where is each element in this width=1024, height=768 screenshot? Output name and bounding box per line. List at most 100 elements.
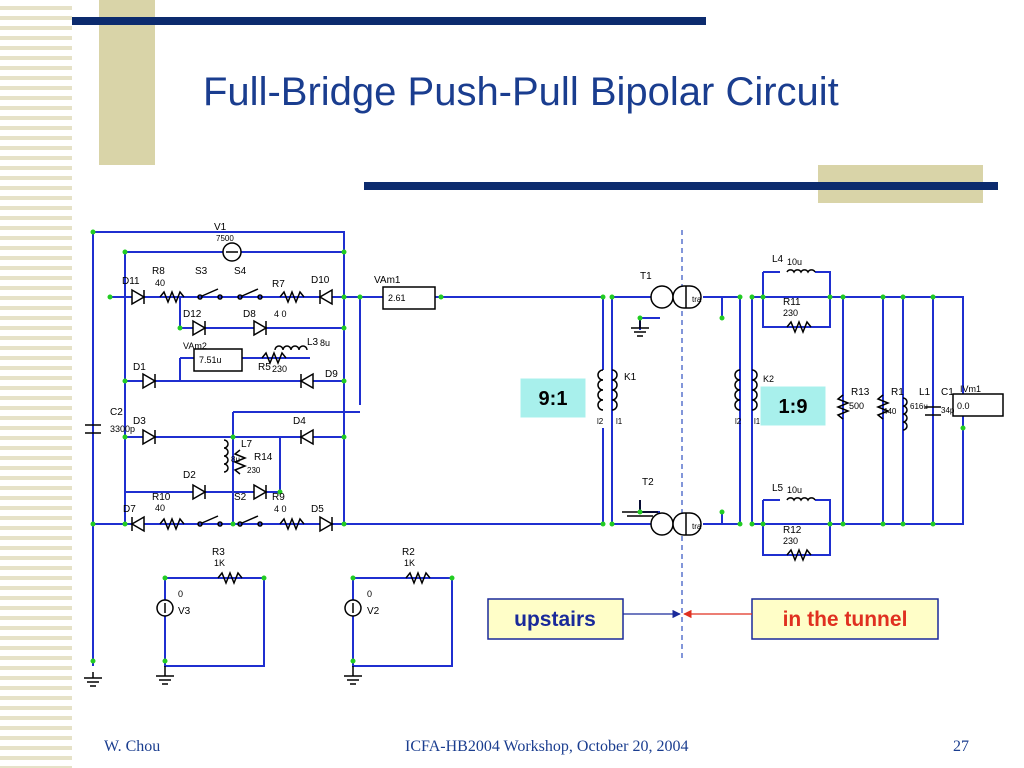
r1-resistor: [875, 394, 891, 420]
k1-primary-coil: [597, 369, 604, 411]
ground-symbol-3: [344, 666, 362, 685]
c1-value: 34p: [941, 406, 955, 415]
d9-label: D9: [325, 369, 338, 380]
d11-diode: [131, 288, 146, 306]
c1-capacitor: [925, 406, 941, 416]
upstairs-label-box: upstairs: [487, 598, 624, 640]
t2-transformer: [650, 512, 702, 536]
r5-value: 230: [272, 364, 287, 374]
l3-inductor: [274, 345, 308, 351]
ratio-right-text: 1:9: [779, 396, 808, 418]
d8-label: D8: [243, 309, 256, 320]
l7-value: 8u: [231, 455, 240, 464]
k1-l1-label: l1: [616, 417, 623, 426]
s3-switch: [197, 288, 223, 300]
c2-value: 3300p: [110, 424, 135, 434]
ground-symbol-4: [631, 318, 649, 337]
ratio-callout-right: 1:9: [759, 385, 827, 427]
t1-transformer: [650, 285, 702, 309]
s4-label: S4: [234, 266, 247, 277]
vam3-value: 0.0: [957, 401, 970, 411]
l5-inductor: [786, 497, 816, 502]
footer-event: ICFA-HB2004 Workshop, October 20, 2004: [405, 738, 689, 755]
r5-resistor: [261, 350, 287, 366]
r9-value: 4 0: [274, 504, 287, 514]
ground-symbol-1: [84, 672, 102, 687]
ratio-left-text: 9:1: [539, 388, 568, 410]
d3-label: D3: [133, 416, 146, 427]
k2-primary-coil: [734, 369, 741, 411]
slide-title: Full-Bridge Push-Pull Bipolar Circuit: [203, 70, 839, 114]
r11-label: R11: [783, 297, 801, 308]
r12-label: R12: [783, 525, 802, 536]
r3-resistor: [217, 570, 243, 586]
r13-value: 500: [849, 401, 864, 411]
d11-label: D11: [122, 276, 140, 287]
component-labels: V1 7500 VAm1 2.61 VAm2 7.51u IVm1 0.0 R8…: [110, 222, 981, 617]
t2-label: T2: [642, 477, 654, 488]
l3-label: L3: [307, 337, 319, 348]
d5-label: D5: [311, 504, 324, 515]
s1-switch: [197, 515, 223, 527]
r9-resistor: [279, 516, 305, 532]
c2-label: C2: [110, 407, 123, 418]
k1-label: K1: [624, 372, 637, 383]
r11-value: 230: [783, 308, 798, 318]
k1-secondary-coil: [611, 369, 618, 411]
d6-diode: [253, 483, 268, 501]
footer-page-number: 27: [953, 738, 969, 755]
r8-resistor: [159, 289, 185, 305]
r14-label: R14: [254, 452, 273, 463]
d10-label: D10: [311, 275, 330, 286]
k1-l2-label: l2: [597, 417, 604, 426]
r2-value: 1K: [404, 558, 415, 568]
junction-nodes: [90, 229, 966, 664]
d1-diode: [142, 372, 157, 390]
footer-author: W. Chou: [104, 738, 161, 755]
d4-label: D4: [293, 416, 306, 427]
ground-symbol-2: [156, 666, 174, 685]
striped-side-decoration: [0, 0, 72, 768]
vam3-label: IVm1: [960, 384, 981, 394]
r14-resistor: [232, 449, 248, 475]
d2-diode: [192, 483, 207, 501]
k2-l2-label: l2: [735, 417, 742, 426]
vam3-meter-box: [952, 393, 1004, 417]
d7-label: D7: [123, 504, 136, 515]
r10-resistor: [159, 516, 185, 532]
s4-switch: [237, 288, 263, 300]
r8-label: R8: [152, 266, 165, 277]
ratio-callout-left: 9:1: [519, 377, 587, 419]
t2-tra-label: tra: [692, 522, 702, 531]
d12-diode: [192, 319, 207, 337]
v2-label: V2: [367, 606, 380, 617]
d3-diode: [142, 428, 157, 446]
l1-value: 616u: [910, 402, 928, 411]
vam2-value: 7.51u: [199, 355, 222, 365]
v1-label: V1: [214, 222, 227, 233]
l1-label: L1: [919, 387, 931, 398]
r13-resistor: [835, 394, 851, 420]
s2-label: S2: [234, 492, 247, 503]
r10-value: 40: [155, 503, 165, 513]
s2-switch: [237, 515, 263, 527]
d10-diode: [318, 288, 333, 306]
l1-inductor: [902, 397, 908, 431]
r3-label: R3: [212, 547, 225, 558]
t1-tra-label: tra: [692, 295, 702, 304]
d9-diode: [299, 372, 314, 390]
r7-value: 4 0: [274, 309, 287, 319]
r12-value: 230: [783, 536, 798, 546]
s3-label: S3: [195, 266, 208, 277]
r7-label: R7: [272, 279, 285, 290]
tunnel-label-box: in the tunnel: [751, 598, 939, 640]
tan-accent-block-top: [99, 0, 155, 165]
vam2-meter-box: [193, 348, 243, 372]
r5-label: R5: [258, 362, 271, 373]
v3-value: 0: [178, 589, 183, 599]
k2-secondary-coil: [751, 369, 758, 411]
r1-label: R1: [891, 387, 904, 398]
d4-diode: [299, 428, 314, 446]
v3-label: V3: [178, 606, 191, 617]
r12-resistor: [786, 547, 812, 563]
